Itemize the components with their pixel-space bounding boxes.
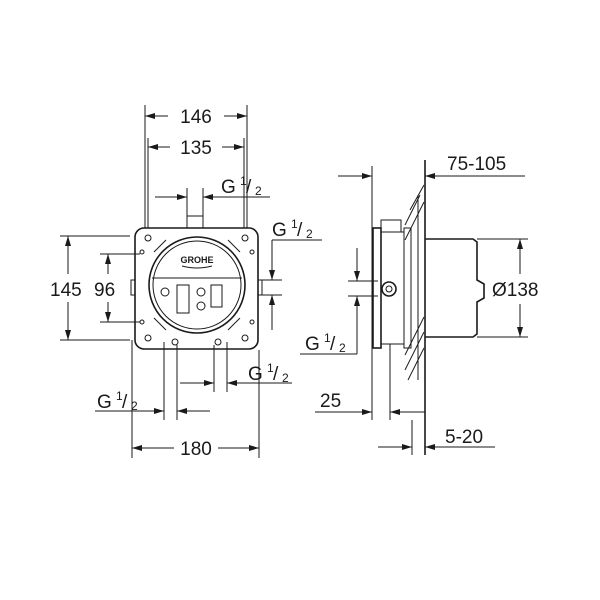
svg-text:/: /	[273, 364, 279, 385]
svg-text:/: /	[297, 220, 303, 241]
body-circle	[148, 236, 246, 334]
thread-label-bottom-right: G 1 / 2	[248, 361, 289, 385]
svg-text:G: G	[248, 364, 263, 385]
valve-body	[380, 231, 405, 345]
dim-width-bottom: 180	[180, 439, 212, 460]
thread-label-side-view: G 1 / 2	[305, 331, 346, 355]
wall-hatching	[404, 184, 425, 381]
dim-wall-range: 5-20	[445, 427, 483, 448]
dim-width-outer: 146	[180, 107, 212, 128]
frame-screw-holes	[139, 234, 255, 346]
svg-text:G: G	[272, 220, 287, 241]
dim-install-depth: 75-105	[447, 154, 506, 175]
svg-text:G: G	[305, 334, 320, 355]
dim-width-inner: 135	[180, 138, 212, 159]
dim-frame-depth: 25	[320, 391, 341, 412]
dim-height-outer: 145	[50, 280, 82, 301]
trim-cover	[425, 238, 485, 338]
svg-text:G: G	[97, 392, 112, 413]
svg-text:G: G	[221, 177, 236, 198]
svg-text:1: 1	[116, 389, 123, 403]
svg-text:2: 2	[255, 184, 262, 198]
dim-diameter: Ø138	[492, 280, 538, 301]
mounting-plate	[372, 227, 382, 349]
svg-text:1: 1	[324, 331, 331, 345]
thread-label-top: G 1 / 2	[221, 174, 262, 198]
thread-label-side: G 1 / 2	[272, 217, 313, 241]
svg-text:/: /	[122, 392, 128, 413]
svg-text:/: /	[330, 334, 336, 355]
label-pictograms	[160, 284, 223, 314]
svg-text:1: 1	[291, 217, 298, 231]
logo-wave	[181, 265, 213, 269]
svg-text:/: /	[246, 177, 252, 198]
top-outlet-stub	[186, 215, 204, 229]
thread-label-bottom-left: G 1 / 2	[97, 389, 138, 413]
dim-height-inner: 96	[94, 280, 115, 301]
front-view: GROHE 146 135	[50, 105, 322, 460]
svg-text:2: 2	[282, 371, 289, 385]
front-flange	[403, 227, 412, 349]
svg-text:2: 2	[339, 341, 346, 355]
grohe-logo: GROHE	[180, 255, 213, 265]
body-inner-circle	[152, 240, 242, 330]
top-cap	[380, 219, 402, 233]
side-view: Ø138 75-105 G 1 / 2 25 5-20	[300, 154, 538, 455]
side-stub-left	[130, 279, 136, 296]
side-outlet-stub	[257, 279, 263, 296]
svg-text:1: 1	[240, 174, 247, 188]
svg-text:2: 2	[306, 227, 313, 241]
svg-text:2: 2	[131, 399, 138, 413]
side-outlet-fitting	[381, 281, 397, 297]
svg-text:1: 1	[267, 361, 274, 375]
